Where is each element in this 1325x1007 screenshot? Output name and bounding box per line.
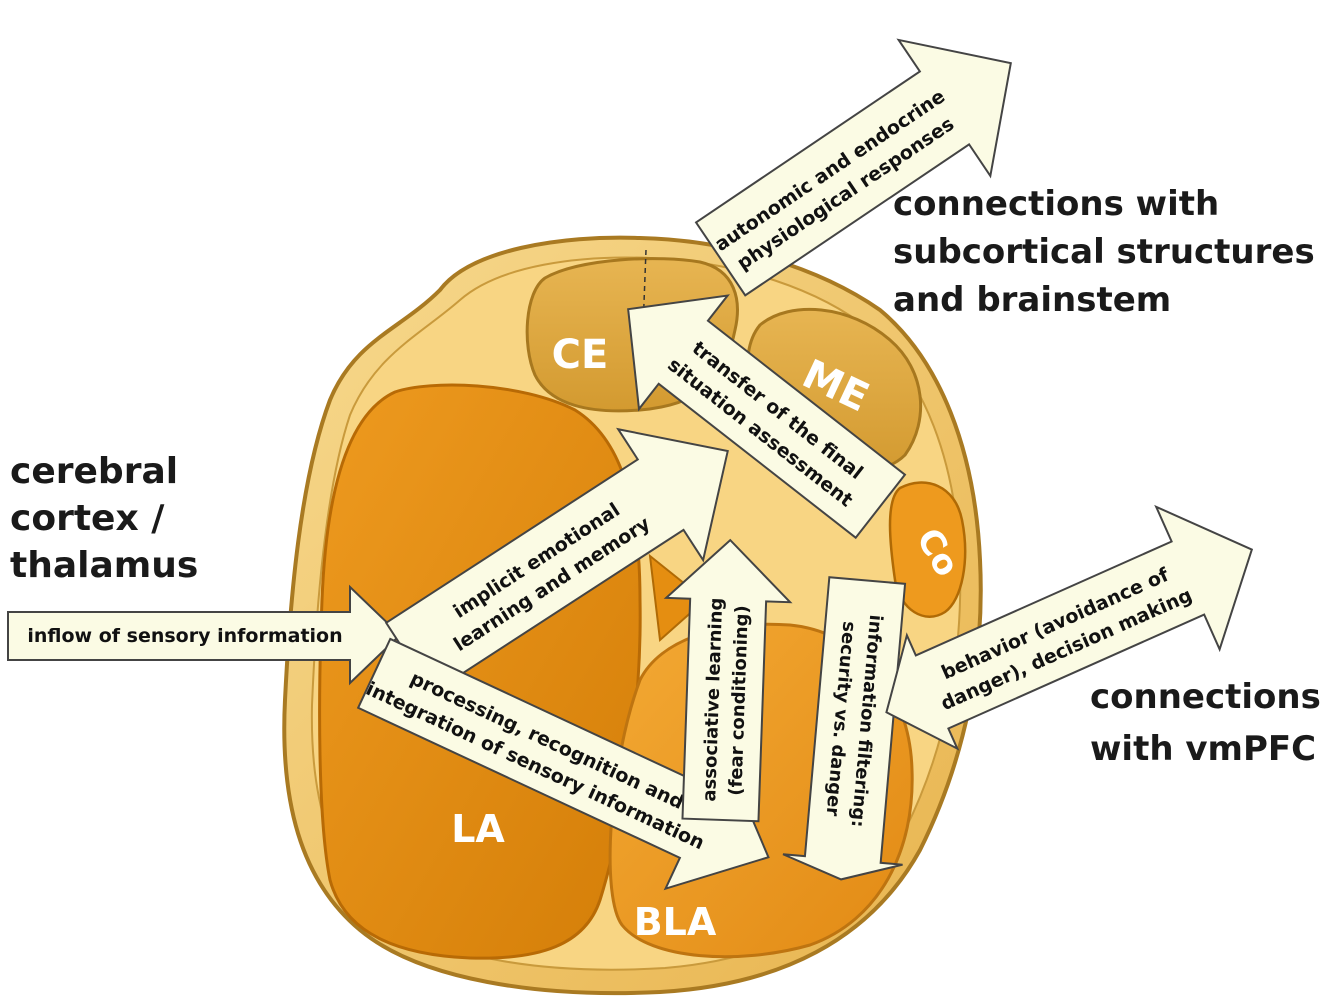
co-nucleus: [888, 481, 967, 618]
la-nucleus: [318, 383, 642, 960]
cortex-label-line-3: thalamus: [10, 545, 198, 586]
information-filtering-arrow: information filtering: security vs. dang…: [782, 576, 907, 881]
inflow-arrow: inflow of sensory information: [7, 584, 402, 686]
subcortical-label-line-1: connections with: [893, 184, 1219, 224]
associative-learning-arrow: associative learning (fear conditioning): [663, 538, 793, 823]
ce-label: CE: [552, 332, 609, 378]
bla-label: BLA: [634, 900, 717, 944]
la-label: LA: [451, 807, 505, 851]
inflow-arrow-label: inflow of sensory information: [27, 625, 342, 647]
cortex-label-line-2: cortex /: [10, 498, 165, 539]
vmpfc-label-line-2: with vmPFC: [1090, 729, 1316, 769]
cortex-label-line-1: cerebral: [10, 451, 178, 492]
vmpfc-label-line-1: connections: [1090, 677, 1321, 717]
subcortical-label-line-2: subcortical structures: [893, 232, 1315, 272]
subcortical-label-line-3: and brainstem: [893, 280, 1171, 320]
